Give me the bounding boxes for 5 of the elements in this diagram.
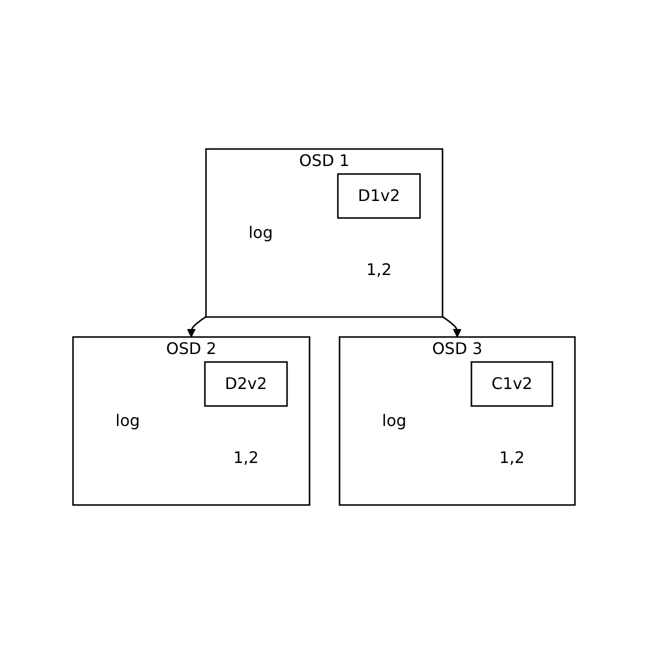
node-box: D2v2 <box>204 361 288 407</box>
arrow <box>442 316 462 338</box>
node-box: C1v2 <box>470 361 553 407</box>
arrow <box>186 316 206 338</box>
node-box: D1v2 <box>336 173 420 219</box>
